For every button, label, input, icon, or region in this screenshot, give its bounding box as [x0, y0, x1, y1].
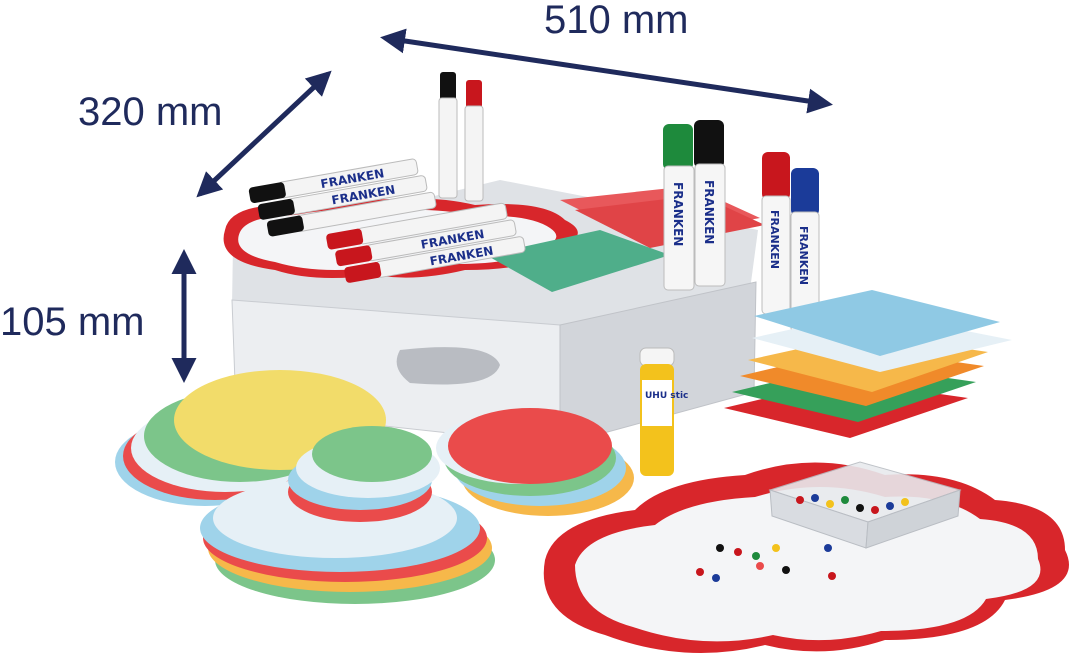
upright-marker-black-small: [438, 72, 458, 199]
width-arrow: [380, 28, 833, 114]
round-cards-middle: [200, 426, 495, 604]
depth-arrow: [196, 70, 332, 198]
svg-text:FRANKEN: FRANKEN: [702, 180, 716, 244]
round-cards-right: [436, 408, 634, 516]
pin-box: [768, 461, 962, 549]
marker-bundle-black: FRANKEN FRANKEN: [248, 158, 437, 237]
loose-pins: [696, 544, 836, 582]
upright-marker-red-small: [464, 80, 484, 202]
upright-marker-green: FRANKEN: [663, 124, 695, 291]
depth-dimension-label: 320 mm: [78, 90, 223, 134]
svg-text:FRANKEN: FRANKEN: [671, 182, 685, 246]
svg-text:FRANKEN: FRANKEN: [797, 226, 810, 285]
rectangular-card-stack: [724, 290, 1012, 438]
width-dimension-label: 510 mm: [544, 0, 689, 42]
height-dimension-label: 105 mm: [0, 300, 145, 344]
svg-text:FRANKEN: FRANKEN: [768, 210, 781, 269]
glue-stick: UHU stic: [639, 347, 688, 476]
sticker-sheet-green: [486, 230, 670, 292]
upright-marker-red: FRANKEN: [761, 152, 791, 315]
box-handle: [396, 347, 500, 385]
upright-marker-black: FRANKEN: [694, 120, 726, 287]
glue-stick-label: UHU stic: [645, 391, 688, 401]
